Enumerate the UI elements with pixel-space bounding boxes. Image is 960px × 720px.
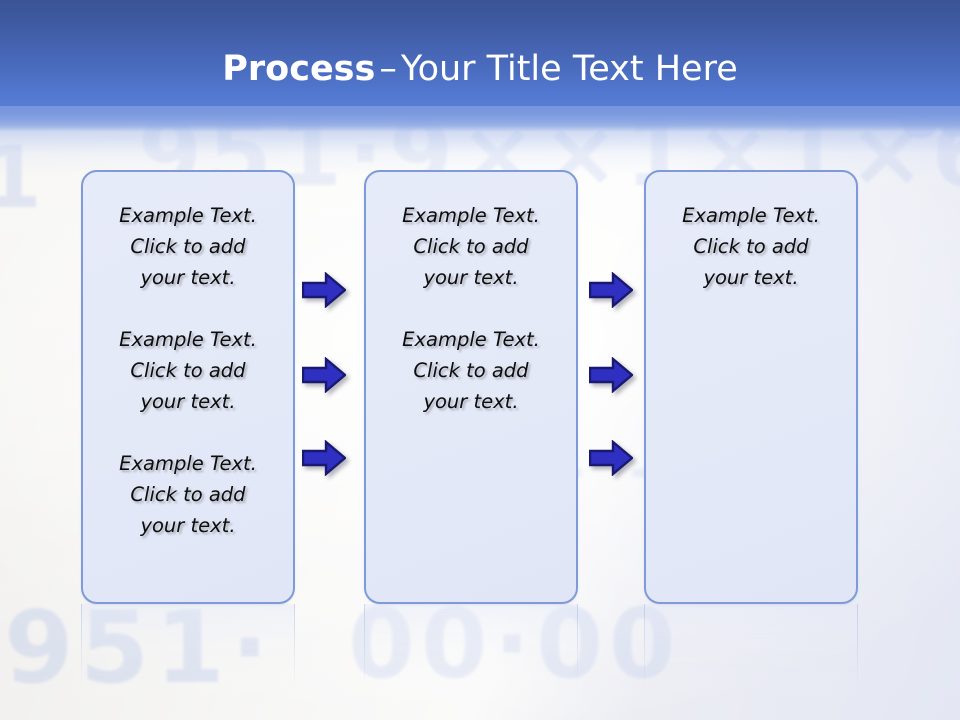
box-reflection-2 xyxy=(364,604,578,700)
title-separator: – xyxy=(379,49,397,89)
right-arrow-icon xyxy=(589,440,633,476)
process-box-1-content: Example Text. Click to add your text. Ex… xyxy=(93,200,283,541)
right-arrow-icon xyxy=(302,440,346,476)
watermark-number-bottommid: 00·00 xyxy=(348,588,682,700)
process-box-2-paragraph-1[interactable]: Example Text. Click to add your text. xyxy=(402,204,540,289)
arrow-col1-to-col2-row3[interactable] xyxy=(302,440,346,476)
process-box-2[interactable]: Example Text. Click to add your text. Ex… xyxy=(364,170,578,604)
watermark-number-topleft: 1 xyxy=(0,128,48,228)
box-reflection-3 xyxy=(644,604,858,700)
process-box-1-paragraph-1[interactable]: Example Text. Click to add your text. xyxy=(119,204,257,289)
right-arrow-icon xyxy=(589,272,633,308)
process-box-1[interactable]: Example Text. Click to add your text. Ex… xyxy=(81,170,295,604)
process-box-3-paragraph-1[interactable]: Example Text. Click to add your text. xyxy=(682,204,820,289)
title-rest: Your Title Text Here xyxy=(400,49,738,89)
right-arrow-icon xyxy=(302,357,346,393)
arrow-col2-to-col3-row1[interactable] xyxy=(589,272,633,308)
arrow-col1-to-col2-row1[interactable] xyxy=(302,272,346,308)
title-strong: Process xyxy=(222,49,376,89)
watermark-number-bottomleft: 951· xyxy=(4,589,275,706)
right-arrow-icon xyxy=(589,357,633,393)
arrow-col2-to-col3-row3[interactable] xyxy=(589,440,633,476)
right-arrow-icon xyxy=(302,272,346,308)
arrow-col2-to-col3-row2[interactable] xyxy=(589,357,633,393)
arrow-col1-to-col2-row2[interactable] xyxy=(302,357,346,393)
process-box-2-paragraph-2[interactable]: Example Text. Click to add your text. xyxy=(402,328,540,413)
process-box-3[interactable]: Example Text. Click to add your text. xyxy=(644,170,858,604)
process-box-2-content: Example Text. Click to add your text. Ex… xyxy=(376,200,566,417)
process-box-1-paragraph-3[interactable]: Example Text. Click to add your text. xyxy=(119,452,257,537)
process-box-1-paragraph-2[interactable]: Example Text. Click to add your text. xyxy=(119,328,257,413)
page-title: Process–Your Title Text Here xyxy=(0,48,960,90)
box-reflection-1 xyxy=(81,604,295,700)
process-box-3-content: Example Text. Click to add your text. xyxy=(656,200,846,293)
